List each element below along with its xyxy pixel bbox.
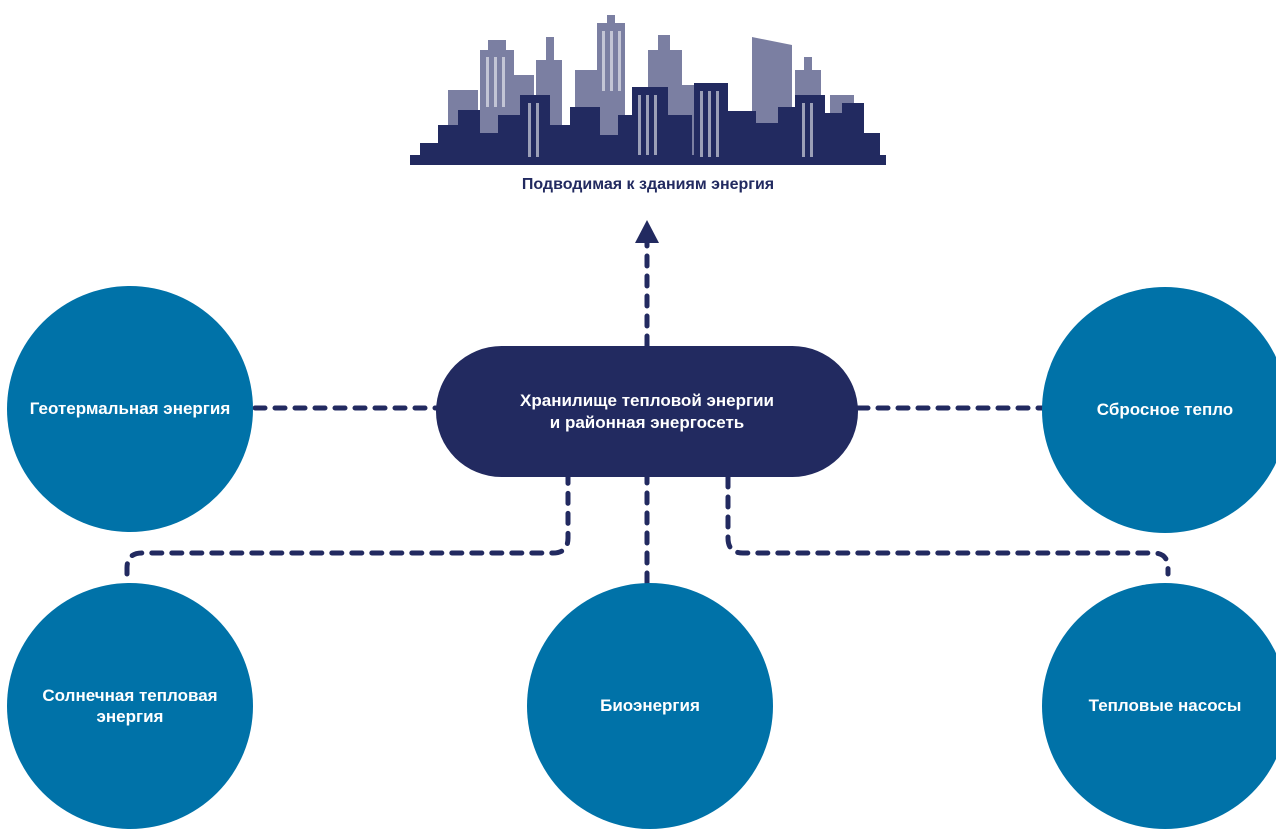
source-heat-pumps: Тепловые насосы [1042, 583, 1276, 829]
source-solar-thermal-label: Солнечная тепловая энергия [42, 685, 218, 726]
connector-pumps-to-hub [725, 474, 1171, 577]
city-skyline-icon [410, 15, 886, 165]
source-waste-heat: Сбросное тепло [1042, 287, 1276, 533]
hub-label-line-2: и районная энергосеть [549, 412, 745, 432]
source-heat-pumps-label: Тепловые насосы [1088, 696, 1242, 716]
source-solar-thermal: Солнечная тепловая энергия [7, 583, 253, 829]
source-bioenergy-label: Биоэнергия [600, 696, 700, 716]
source-geothermal: Геотермальная энергия [7, 286, 253, 532]
city-caption: Подводимая к зданиям энергия [521, 176, 775, 193]
hub-label-line-1: Хранилище тепловой энергии [520, 391, 774, 411]
connector-solar-to-hub [124, 474, 571, 577]
source-geothermal-label: Геотермальная энергия [29, 399, 231, 419]
arrow-up-icon [635, 220, 659, 243]
source-bioenergy: Биоэнергия [527, 583, 773, 829]
hub-thermal-storage-district-network: Хранилище тепловой энергии и районная эн… [436, 346, 858, 477]
source-waste-heat-label: Сбросное тепло [1096, 400, 1234, 420]
